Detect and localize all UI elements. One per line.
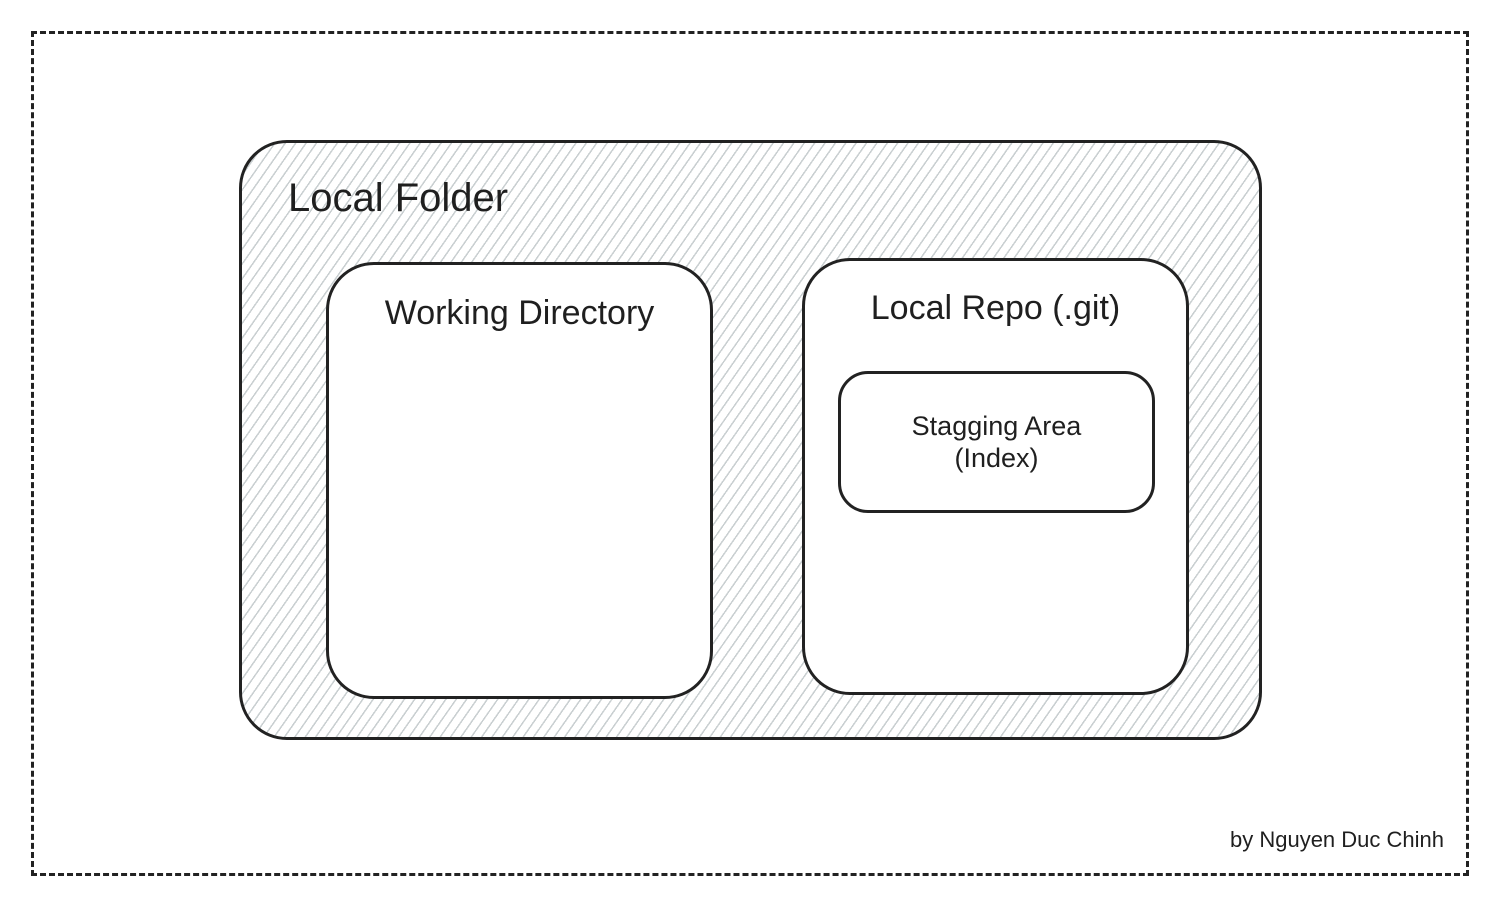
author-credit: by Nguyen Duc Chinh [1229,827,1444,852]
working-directory-box: Working Directory [326,262,713,699]
outer-dashed-frame [31,31,1469,876]
staging-area-sublabel: (Index) [954,443,1039,473]
local-folder-label: Local Folder [288,176,509,220]
local-repo-label: Local Repo (.git) [870,289,1121,327]
staging-area-box: Stagging Area (Index) [838,371,1155,513]
staging-area-label: Stagging Area [911,411,1082,441]
working-directory-label: Working Directory [384,294,655,332]
